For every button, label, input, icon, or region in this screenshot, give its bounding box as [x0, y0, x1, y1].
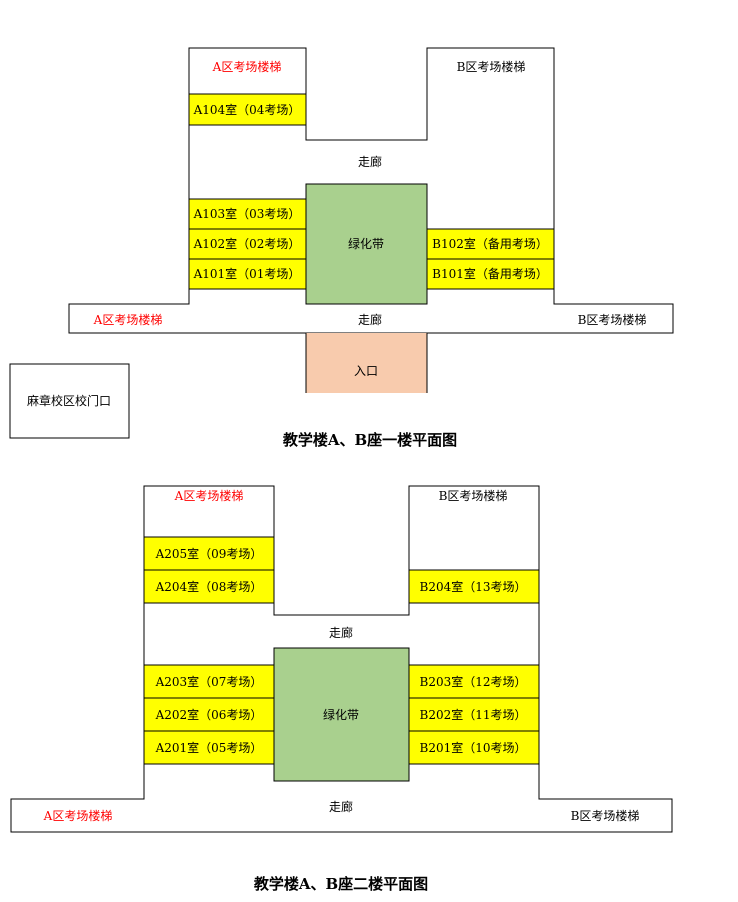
floor2-room-a203-label: A203室（07考场） — [155, 674, 263, 689]
floor1-room-a102[interactable] — [188, 228, 307, 260]
floor1-campus-gate[interactable] — [9, 363, 130, 439]
floor1-room-a104[interactable] — [188, 93, 307, 126]
floor2-room-a204[interactable] — [143, 569, 275, 604]
floor1-stairs-a-bottom: A区考场楼梯 — [93, 312, 163, 327]
floor2-room-a204-label: A204室（08考场） — [155, 579, 263, 594]
floor1-room-a101[interactable] — [188, 258, 307, 290]
floor1-corridor-top: 走廊 — [358, 154, 382, 169]
floor1-room-b102-label: B102室（备用考场） — [432, 236, 548, 251]
floor2-stairs-b-top: B区考场楼梯 — [439, 488, 508, 503]
floor1-green-belt — [305, 183, 428, 305]
floor1-stairs-b-bottom: B区考场楼梯 — [578, 312, 647, 327]
floor1-title: 教学楼A、B座一楼平面图 — [282, 431, 457, 449]
floor1-campus-gate-label: 麻章校区校门口 — [27, 393, 111, 408]
floor2-room-a205-label: A205室（09考场） — [155, 546, 263, 561]
floor2-room-a203[interactable] — [143, 664, 275, 699]
floor2-corridor-bottom: 走廊 — [329, 799, 353, 814]
floor1-plan: A区考场楼梯 B区考场楼梯 A104室（04考场） A103室（03考场） A1… — [9, 47, 674, 449]
floor2-room-a202[interactable] — [143, 697, 275, 732]
floor2-room-b201[interactable] — [408, 730, 540, 765]
floor2-room-a205[interactable] — [143, 536, 275, 571]
floor1-entrance-label: 入口 — [354, 364, 378, 378]
floor2-room-b201-label: B201室（10考场） — [420, 740, 527, 755]
floor2-stairs-a-top: A区考场楼梯 — [174, 488, 244, 503]
floor2-green-belt-label: 绿化带 — [323, 707, 359, 722]
floor2-room-b202-label: B202室（11考场） — [420, 707, 527, 722]
floor1-corridor-bottom: 走廊 — [358, 312, 382, 327]
floor2-title: 教学楼A、B座二楼平面图 — [253, 875, 428, 893]
floor1-entrance[interactable] — [306, 333, 427, 393]
floor2-room-b204[interactable] — [408, 569, 540, 604]
floor1-room-b101[interactable] — [426, 258, 555, 290]
floor1-room-b101-label: B101室（备用考场） — [432, 266, 548, 281]
floor1-stairs-b-top: B区考场楼梯 — [457, 59, 526, 74]
floor1-room-a104-label: A104室（04考场） — [193, 102, 301, 117]
floor2-green-belt — [273, 647, 410, 782]
floor1-stairs-a-top: A区考场楼梯 — [212, 59, 282, 74]
floor1-room-a101-label: A101室（01考场） — [193, 266, 301, 281]
floor2-room-b203-label: B203室（12考场） — [420, 674, 527, 689]
floor2-room-a201[interactable] — [143, 730, 275, 765]
floor2-room-b202[interactable] — [408, 697, 540, 732]
floor1-room-a103-label: A103室（03考场） — [193, 206, 301, 221]
floor1-room-a102-label: A102室（02考场） — [193, 236, 301, 251]
floor2-room-b204-label: B204室（13考场） — [420, 579, 527, 594]
floor2-room-b203[interactable] — [408, 664, 540, 699]
floor2-plan: A区考场楼梯 B区考场楼梯 A205室（09考场） A204室（08考场） B2… — [10, 485, 673, 893]
floor2-room-a202-label: A202室（06考场） — [155, 707, 263, 722]
floor2-stairs-a-bottom: A区考场楼梯 — [43, 808, 113, 823]
floor2-stairs-b-bottom: B区考场楼梯 — [571, 808, 640, 823]
floor2-room-a201-label: A201室（05考场） — [155, 740, 263, 755]
floor1-green-belt-label: 绿化带 — [348, 236, 384, 251]
floor1-room-b102[interactable] — [426, 228, 555, 260]
floor2-corridor-top: 走廊 — [329, 625, 353, 640]
